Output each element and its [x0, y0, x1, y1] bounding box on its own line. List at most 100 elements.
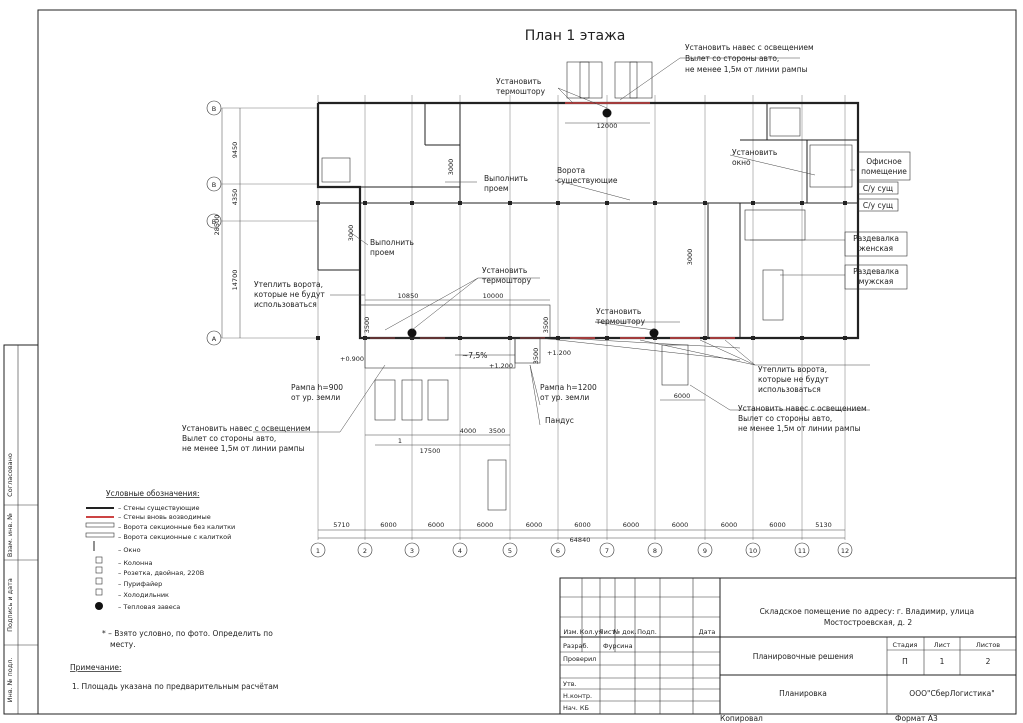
stamp-replace: Взам. инв. № [6, 513, 14, 557]
grid-axis-bubble [502, 542, 518, 558]
dim-3500-a: 3500 [363, 317, 371, 334]
legend-item: – Стены существующие [118, 504, 200, 512]
dim-lower-1: 1 [398, 437, 402, 445]
grid-axis-bubble [697, 542, 713, 558]
room-office-line: Офисное [866, 157, 902, 166]
dim-bottom-label: 6000 [477, 521, 494, 529]
grid-axis-label: 11 [798, 547, 806, 555]
legend-footnote-text: * – Взято условно, по фото. Определить п… [102, 629, 273, 638]
note-opening-2-line: проем [370, 248, 395, 257]
column-marker [653, 201, 657, 205]
dim-total: 64840 [570, 536, 591, 544]
legend-heading: Условные обозначения: [106, 489, 199, 498]
dim-bottom-label: 6000 [672, 521, 689, 529]
dim-bottom-label: 6000 [380, 521, 397, 529]
grid-axis-bubble [310, 542, 326, 558]
column-marker [751, 201, 755, 205]
column-marker [363, 201, 367, 205]
column-marker [316, 201, 320, 205]
stamp-signature: Подпись и дата [6, 578, 14, 632]
remark-text: 1. Площадь указана по предварительным ра… [72, 682, 278, 691]
tb-role: Нач. КБ [563, 704, 589, 712]
tb-sheets: 2 [986, 657, 991, 666]
tb-header-cell: Дата [699, 628, 716, 636]
dim-bottom-label: 5710 [333, 521, 350, 529]
dim-bottom-label: 6000 [526, 521, 543, 529]
grid-axis-bubble [452, 542, 468, 558]
tb-format: Формат А3 [895, 714, 938, 723]
trucks [374, 61, 689, 511]
legend-item: – Стены вновь возводимые [118, 513, 211, 521]
legend-item: – Ворота секционные без калитки [118, 523, 235, 531]
grid-axis-label: 6 [556, 547, 560, 555]
legend-item: – Тепловая завеса [118, 603, 180, 611]
grid-row-label: В [212, 105, 216, 113]
note-thermal-right-line: термоштору [596, 317, 646, 326]
dims-left: 9450 4350 14700 28500 [213, 142, 239, 291]
grid-row-bubble [206, 330, 222, 346]
room-locker-male-line: мужская [859, 277, 894, 286]
ramp-area [359, 304, 741, 369]
tb-copied: Копировал [720, 714, 763, 723]
note-canopy-right-line: не менее 1,5м от линии рампы [738, 424, 861, 433]
columns [316, 201, 847, 340]
legend: Условные обозначения: – Стены существующ… [70, 489, 278, 691]
dimension-lines [221, 108, 845, 539]
tb-role: Н.контр. [563, 692, 592, 700]
note-insulate-right-line: которые не будут [758, 375, 829, 384]
tb-header-cell: Подп. [637, 628, 657, 636]
grid-axis-label: 5 [508, 547, 512, 555]
tb-developer: Фурсина [603, 642, 633, 650]
stamp-agreed: Согласовано [6, 453, 14, 497]
remark-heading: Примечание: [70, 663, 122, 672]
note-thermal-top-line: термоштору [496, 87, 546, 96]
note-pandus-line: Пандус [545, 416, 574, 425]
grid-row-label: Б [212, 218, 216, 226]
note-canopy-top-line: Установить навес с освещением [685, 43, 814, 52]
note-insulate-right-line: использоваться [758, 385, 821, 394]
level-1200-a: +1.200 [547, 349, 571, 357]
column-marker [703, 336, 707, 340]
note-ramp900-line: Рампа h=900 [291, 383, 343, 392]
grid-axis-bubble [599, 542, 615, 558]
note-ramp900-line: от ур. земли [291, 393, 340, 402]
legend-symbols [85, 507, 115, 610]
legend-item: – Розетка, двойная, 220В [118, 569, 204, 577]
grid-axis-bubble [745, 542, 761, 558]
legend-item: – Окно [118, 546, 141, 554]
legend-item: – Ворота секционные с калиткой [118, 533, 231, 541]
room-locker-female-line: женская [859, 244, 893, 253]
dim-bottom-label: 5130 [815, 521, 832, 529]
column-marker [703, 201, 707, 205]
grid-row-label: В [212, 181, 216, 189]
tb-stage-label: Стадия [893, 641, 918, 649]
thermal-curtains [407, 108, 659, 338]
grid-axis-label: 2 [363, 547, 367, 555]
leader-lines [253, 57, 870, 433]
dim-bottom-label: 6000 [769, 521, 786, 529]
dim-3500-c: 3500 [532, 348, 540, 365]
room-wc-1: С/у сущ [863, 184, 893, 193]
tb-role: Утв. [563, 680, 577, 688]
note-canopy-top-line: Вылет со стороны авто, [685, 54, 779, 63]
note-insulate-left-line: которые не будут [254, 290, 325, 299]
tb-role: Проверил [563, 655, 596, 663]
tb-sheet-label: Лист [934, 641, 951, 649]
tb-header-cell: № док. [612, 628, 636, 636]
column-marker [605, 336, 609, 340]
room-locker-female-line: Раздевалка [853, 234, 899, 243]
